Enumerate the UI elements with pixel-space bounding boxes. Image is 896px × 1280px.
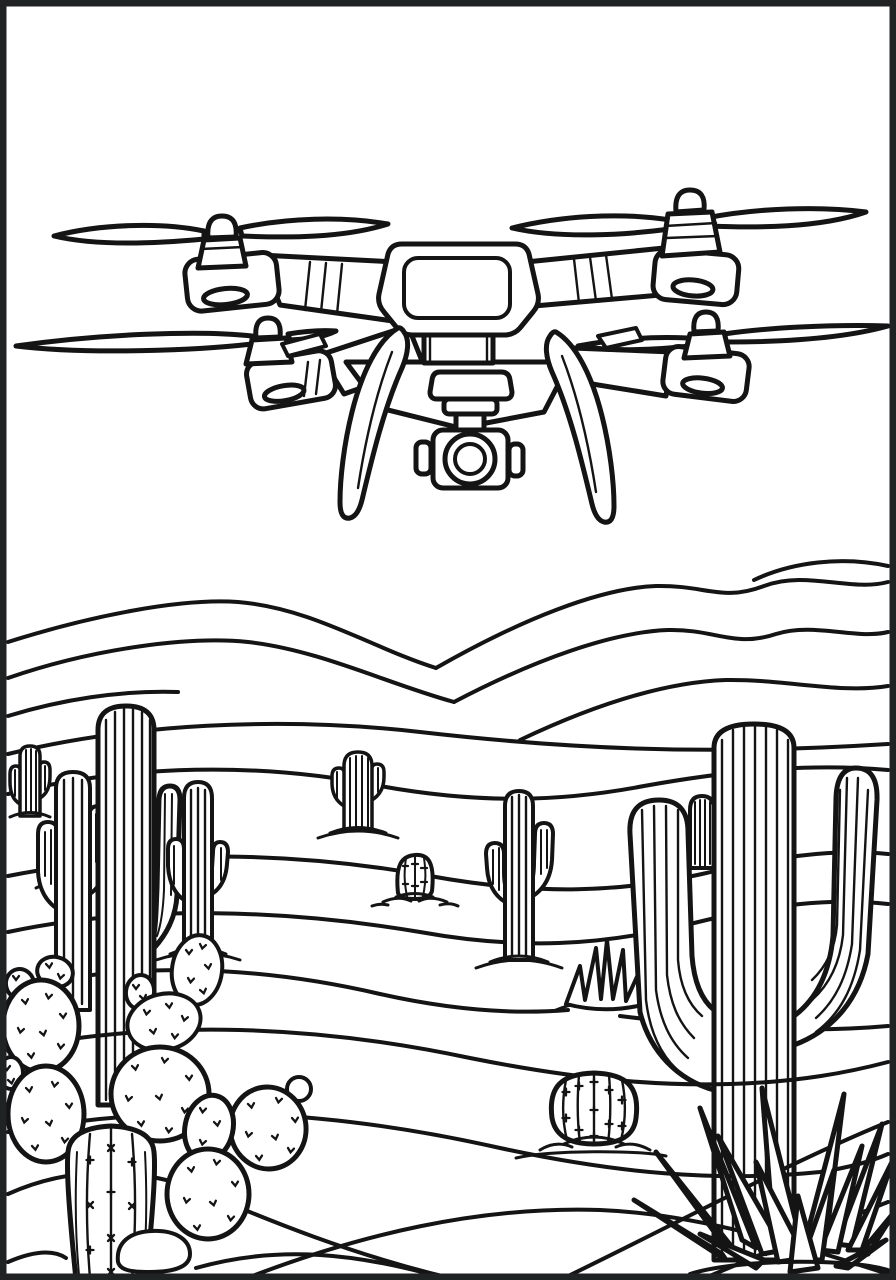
agave-rosette bbox=[631, 1085, 896, 1276]
motor-pod-front-left bbox=[51, 213, 391, 314]
saguaro-center-left bbox=[154, 780, 242, 962]
camera-lens-inner bbox=[453, 442, 487, 476]
motor-dome bbox=[691, 309, 721, 335]
propeller-blade bbox=[13, 330, 255, 354]
motor-pod-rear-left bbox=[13, 315, 339, 412]
drone bbox=[13, 187, 891, 525]
grass-tuft-center bbox=[554, 938, 648, 1012]
landing-skid-left bbox=[337, 325, 411, 521]
gimbal-bracket bbox=[427, 369, 515, 402]
cactus-ridges bbox=[810, 776, 870, 1034]
cactus-ridges bbox=[694, 799, 711, 867]
camera-knob-left bbox=[413, 439, 434, 477]
prickly-pear-cluster bbox=[0, 933, 446, 1280]
saguaro-center-right bbox=[474, 789, 564, 970]
pad-bottom bbox=[164, 1146, 252, 1242]
cactus-ridges bbox=[492, 793, 548, 958]
ground-arc-front bbox=[194, 1252, 446, 1280]
camera-gimbal bbox=[413, 369, 526, 491]
canopy-window bbox=[402, 256, 512, 320]
saguaro-big-right bbox=[627, 721, 880, 1263]
camera-knob-right bbox=[506, 441, 526, 479]
canopy-neck bbox=[421, 332, 496, 366]
barrel-cactus-small bbox=[370, 852, 460, 908]
motor-dome bbox=[205, 213, 239, 241]
cactus-ridges bbox=[336, 755, 379, 829]
propeller-blade bbox=[509, 213, 673, 238]
saguaro-distant-center bbox=[316, 750, 400, 840]
cactus-ridges bbox=[14, 748, 46, 814]
propeller-blade bbox=[721, 322, 891, 345]
cactus-ridges bbox=[640, 804, 704, 1076]
drone-canopy bbox=[376, 241, 541, 366]
cactus-ribs bbox=[561, 1071, 627, 1146]
motor-dome bbox=[673, 187, 707, 215]
cactus-ridges bbox=[173, 786, 222, 950]
propeller-blade bbox=[237, 216, 391, 240]
rock bbox=[115, 1228, 192, 1274]
landing-skid-right bbox=[543, 329, 617, 525]
cactus-ribs bbox=[401, 855, 429, 899]
saguaro-behind-big bbox=[688, 794, 716, 870]
pad-large bbox=[5, 1063, 87, 1165]
motor-pod-front-right bbox=[509, 187, 869, 308]
propeller-blade bbox=[51, 222, 207, 246]
propeller-blade bbox=[703, 206, 869, 230]
cactus-ridges bbox=[720, 723, 790, 1257]
barrel-cactus-large bbox=[514, 1070, 668, 1160]
body-vents bbox=[280, 326, 644, 358]
motor-dome bbox=[253, 315, 283, 341]
saguaro-distant-left bbox=[8, 744, 52, 819]
